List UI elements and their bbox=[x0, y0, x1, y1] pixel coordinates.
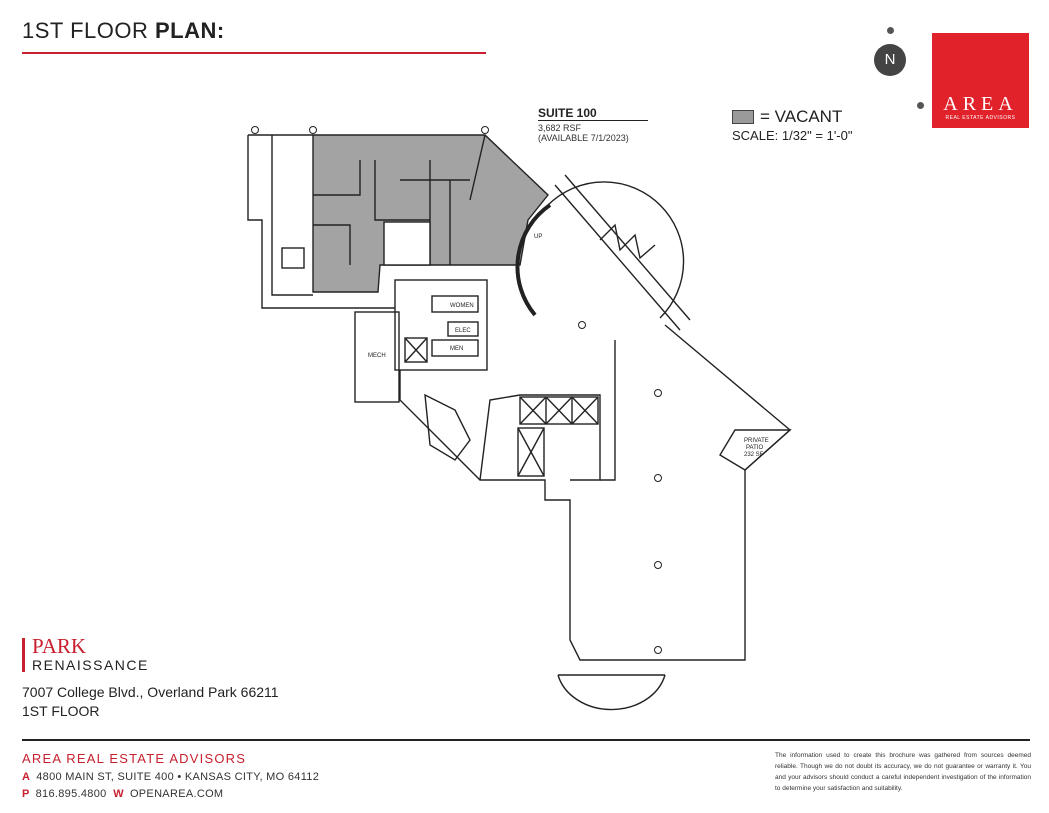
vacant-swatch-icon bbox=[732, 110, 754, 124]
column-marker bbox=[481, 126, 489, 134]
logo-word: AREA bbox=[943, 93, 1018, 115]
column-marker bbox=[654, 646, 662, 654]
page-title-bold: PLAN: bbox=[154, 18, 225, 43]
diagonal-corridor bbox=[564, 174, 691, 321]
stair-cross bbox=[571, 396, 599, 425]
firm-name: AREA REAL ESTATE ADVISORS bbox=[22, 751, 247, 766]
label-mech: MECH bbox=[368, 353, 386, 359]
elec-room bbox=[447, 321, 479, 337]
firm-address-line: A 4800 MAIN ST, SUITE 400 • KANSAS CITY, … bbox=[22, 771, 319, 783]
suite-partition bbox=[374, 160, 430, 221]
suite-availability: (AVAILABLE 7/1/2023) bbox=[538, 133, 629, 143]
building-floor: 1ST FLOOR bbox=[22, 703, 100, 719]
rotunda bbox=[547, 181, 685, 319]
vacant-legend: = VACANT bbox=[732, 107, 842, 127]
rotunda-stair bbox=[515, 203, 552, 317]
label-patio-2: PATIO bbox=[746, 445, 763, 451]
zigzag-wall bbox=[599, 223, 656, 260]
column-marker bbox=[654, 474, 662, 482]
suite-name: SUITE 100 bbox=[538, 106, 597, 120]
label-men: MEN bbox=[450, 346, 463, 352]
page-title-light: 1ST FLOOR bbox=[22, 18, 155, 43]
suite-partition bbox=[313, 160, 361, 196]
vacant-legend-label: = VACANT bbox=[760, 107, 843, 126]
central-wall bbox=[399, 370, 746, 661]
suite-partition bbox=[313, 224, 351, 265]
firm-contact-line: P 816.895.4800 W OPENAREA.COM bbox=[22, 788, 223, 800]
column-marker bbox=[578, 321, 586, 329]
label-patio-3: 232 SF bbox=[744, 452, 764, 458]
web-key: W bbox=[113, 788, 124, 800]
stair-cross bbox=[545, 396, 573, 425]
label-up: UP bbox=[534, 234, 542, 240]
logo-accent-bar bbox=[22, 638, 25, 672]
stair-cross bbox=[519, 396, 547, 425]
label-patio-1: PRIVATE bbox=[744, 438, 769, 444]
compass-dot bbox=[887, 27, 894, 34]
label-elec: ELEC bbox=[455, 328, 471, 334]
column-marker bbox=[654, 389, 662, 397]
suite-size: 3,682 RSF bbox=[538, 123, 582, 133]
suite-open-room bbox=[383, 221, 431, 266]
building-name-2: RENAISSANCE bbox=[32, 657, 149, 673]
column-marker bbox=[309, 126, 317, 134]
north-compass-icon: N bbox=[874, 44, 906, 76]
shaft-box bbox=[517, 427, 545, 477]
suite-callout: SUITE 100 3,682 RSF (AVAILABLE 7/1/2023) bbox=[538, 106, 648, 143]
elevator-box bbox=[404, 337, 428, 363]
firm-website-link[interactable]: OPENAREA.COM bbox=[129, 788, 224, 800]
building-name-1: PARK bbox=[32, 634, 87, 658]
suite-underline bbox=[538, 120, 648, 121]
core-block bbox=[394, 279, 488, 371]
elevator-cross bbox=[404, 337, 428, 363]
private-patio bbox=[719, 429, 792, 471]
west-office bbox=[424, 393, 471, 461]
logo-dot bbox=[917, 102, 924, 109]
address-key: A bbox=[22, 771, 31, 783]
disclaimer: The information used to create this broc… bbox=[775, 752, 1031, 792]
diagonal-corridor bbox=[554, 184, 681, 331]
scale-label: SCALE: 1/32" = 1'-0" bbox=[732, 128, 853, 143]
page-title: 1ST FLOOR PLAN: bbox=[22, 18, 225, 44]
east-wall bbox=[600, 340, 616, 481]
firm-address: 4800 MAIN ST, SUITE 400 • KANSAS CITY, M… bbox=[36, 771, 320, 783]
suite-partition bbox=[469, 134, 486, 201]
west-alcove bbox=[281, 247, 305, 269]
logo-subtitle: REAL ESTATE ADVISORS bbox=[945, 115, 1016, 121]
footer-rule bbox=[22, 739, 1030, 741]
phone-key: P bbox=[22, 788, 30, 800]
men-room bbox=[431, 339, 479, 357]
title-rule bbox=[22, 52, 486, 54]
shaft-cross bbox=[517, 427, 545, 477]
bottom-bay bbox=[557, 674, 666, 711]
women-room bbox=[431, 295, 479, 313]
column-marker bbox=[654, 561, 662, 569]
column-marker bbox=[251, 126, 259, 134]
label-women: WOMEN bbox=[450, 303, 474, 309]
mech-room bbox=[354, 311, 400, 403]
west-wing-wall bbox=[271, 135, 313, 296]
building-address: 7007 College Blvd., Overland Park 66211 bbox=[22, 684, 279, 700]
east-wall bbox=[664, 324, 792, 471]
stair-box bbox=[519, 396, 599, 425]
floor-plan: UP WOMEN ELEC MEN MECH PRIVATE PATIO 232… bbox=[247, 126, 792, 711]
area-logo: AREA REAL ESTATE ADVISORS bbox=[932, 33, 1029, 128]
firm-phone[interactable]: 816.895.4800 bbox=[35, 788, 107, 800]
central-wall bbox=[479, 394, 601, 481]
west-wing-wall bbox=[247, 135, 395, 309]
